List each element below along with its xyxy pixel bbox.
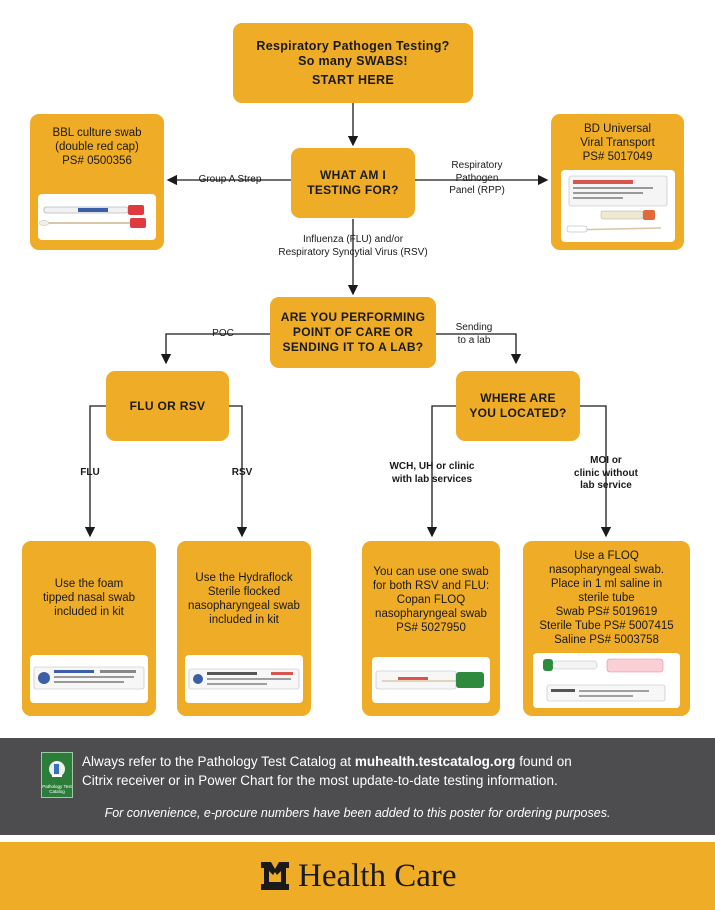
bd-line2: Viral Transport bbox=[580, 137, 655, 149]
bbl-line3: PS# 0500356 bbox=[62, 155, 132, 167]
floq-kit-photo bbox=[533, 653, 680, 708]
copan-line5: PS# 5027950 bbox=[396, 622, 466, 634]
floq-line2: nasopharyngeal swab. bbox=[548, 564, 665, 576]
location-line2: YOU LOCATED? bbox=[469, 406, 567, 420]
floq-line1: Use a FLOQ bbox=[574, 550, 639, 562]
label-poc: POC bbox=[212, 328, 234, 339]
poc-line1: ARE YOU PERFORMING bbox=[280, 310, 426, 324]
label-flu: FLU bbox=[80, 467, 100, 478]
copan-swab-photo bbox=[372, 657, 490, 703]
label-sending: Sending to a lab bbox=[446, 322, 502, 347]
label-moi-line1: MOI or bbox=[590, 455, 622, 466]
poc-line3: SENDING IT TO A LAB? bbox=[282, 340, 424, 354]
refer-text-post: found on bbox=[515, 754, 572, 769]
hydraflock-swab-photo bbox=[185, 655, 303, 703]
copan-line3: Copan FLOQ bbox=[396, 594, 466, 606]
floq-line6: Sterile Tube PS# 5007415 bbox=[539, 620, 674, 632]
label-moi-line2: clinic without bbox=[574, 467, 638, 479]
label-flu-rsv-line1: Influenza (FLU) and/or bbox=[302, 234, 404, 245]
hydraflock-line3: nasopharyngeal swab bbox=[188, 600, 300, 612]
copan-line4: nasopharyngeal swab bbox=[375, 608, 487, 620]
catalog-footer: Pathology Test Catalog Always refer to t… bbox=[0, 738, 715, 835]
label-rpp-line1: Respiratory bbox=[451, 160, 503, 171]
app-icon-label: Pathology Test Catalog bbox=[42, 784, 72, 794]
location-line1: WHERE ARE bbox=[480, 391, 556, 405]
question-poc-or-lab: ARE YOU PERFORMING POINT OF CARE OR SEND… bbox=[270, 297, 436, 368]
testing-line1: WHAT AM I bbox=[319, 168, 387, 182]
label-group-a-strep: Group A Strep bbox=[198, 174, 262, 185]
label-sending-line2: to a lab bbox=[457, 334, 491, 346]
microscope-app-icon[interactable]: Pathology Test Catalog bbox=[41, 752, 73, 798]
connector-arrows bbox=[84, 103, 612, 538]
bbl-swab-photo bbox=[38, 194, 156, 240]
start-box: Respiratory Pathogen Testing? So many SW… bbox=[233, 23, 473, 103]
start-line3: START HERE bbox=[312, 72, 394, 87]
question-testing-for: WHAT AM I TESTING FOR? bbox=[291, 148, 415, 218]
floq-line7: Saline PS# 5003758 bbox=[554, 634, 659, 646]
floq-line4: sterile tube bbox=[578, 592, 635, 604]
refer-text-line2: Citrix receiver or in Power Chart for th… bbox=[82, 773, 558, 788]
hydraflock-line2: Sterile flocked bbox=[207, 586, 281, 598]
question-location: WHERE ARE YOU LOCATED? bbox=[456, 371, 580, 441]
floq-line5: Swab PS# 5019619 bbox=[555, 606, 658, 618]
copan-line2: for both RSV and FLU: bbox=[372, 580, 490, 592]
foam-line2: tipped nasal swab bbox=[42, 592, 136, 604]
label-sending-line1: Sending bbox=[455, 322, 493, 333]
poc-line2: POINT OF CARE OR bbox=[292, 325, 414, 339]
bd-line3: PS# 5017049 bbox=[582, 151, 653, 163]
label-moi: MOI or clinic without lab service bbox=[560, 455, 652, 493]
label-moi-line3: lab service bbox=[580, 480, 632, 491]
label-rpp-line2: Pathogen bbox=[455, 172, 499, 184]
foam-swab-photo bbox=[30, 655, 148, 703]
bbl-line1: BBL culture swab bbox=[52, 127, 142, 139]
label-rpp: Respiratory Pathogen Panel (RPP) bbox=[432, 160, 522, 198]
brand-name: Health Care bbox=[298, 858, 457, 894]
label-wch: WCH, UH or clinic with lab services bbox=[378, 461, 486, 486]
hydraflock-line4: included in kit bbox=[209, 614, 279, 626]
label-wch-line1: WCH, UH or clinic bbox=[389, 461, 475, 472]
bbl-line2: (double red cap) bbox=[55, 141, 139, 153]
refer-text-pre: Always refer to the Pathology Test Catal… bbox=[82, 754, 355, 769]
start-line2: So many SWABS! bbox=[298, 53, 408, 68]
question-flu-or-rsv: FLU OR RSV bbox=[106, 371, 229, 441]
start-line1: Respiratory Pathogen Testing? bbox=[256, 38, 450, 53]
mizzou-tiger-logo bbox=[260, 860, 290, 892]
label-rsv: RSV bbox=[231, 467, 253, 478]
copan-line1: You can use one swab bbox=[373, 566, 489, 578]
brand-footer: Health Care bbox=[0, 842, 715, 910]
eprocure-note: For convenience, e-procure numbers have … bbox=[104, 806, 611, 820]
label-flu-rsv-line2: Respiratory Syncytial Virus (RSV) bbox=[278, 246, 428, 258]
bd-transport-photo bbox=[561, 170, 675, 242]
label-rpp-line3: Panel (RPP) bbox=[449, 185, 505, 196]
testing-line2: TESTING FOR? bbox=[307, 183, 399, 197]
catalog-link[interactable]: muhealth.testcatalog.org bbox=[354, 754, 516, 769]
hydraflock-line1: Use the Hydraflock bbox=[195, 572, 293, 584]
floq-line3: Place in 1 ml saline in bbox=[550, 578, 663, 590]
bd-line1: BD Universal bbox=[583, 123, 652, 135]
foam-line1: Use the foam bbox=[54, 578, 124, 590]
label-wch-line2: with lab services bbox=[391, 473, 473, 485]
foam-line3: included in kit bbox=[54, 606, 124, 618]
catalog-notice: Always refer to the Pathology Test Catal… bbox=[82, 752, 702, 790]
label-flu-rsv: Influenza (FLU) and/or Respiratory Syncy… bbox=[243, 234, 463, 259]
flu-or-rsv-line1: FLU OR RSV bbox=[129, 398, 206, 413]
